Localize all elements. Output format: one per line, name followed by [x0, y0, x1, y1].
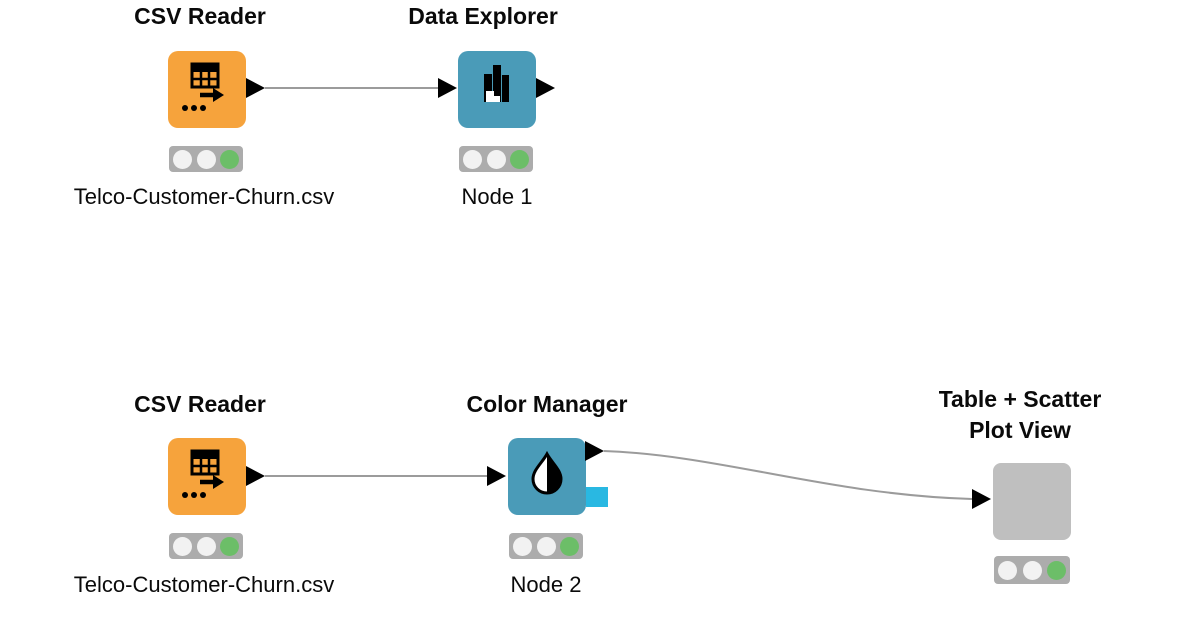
status-light-green: [220, 149, 239, 169]
status-traffic-light-table-scatter-plot-view: [994, 556, 1070, 584]
table-export-icon: [182, 62, 224, 111]
status-light-green: [510, 149, 529, 169]
status-traffic-light-csv-reader-2: [169, 533, 243, 559]
output-port-csv-reader-1[interactable]: [246, 78, 265, 98]
status-light-yellow: [536, 536, 556, 556]
node-data-explorer[interactable]: [458, 51, 536, 128]
output-port-data-explorer[interactable]: [536, 78, 555, 98]
histogram-icon: [484, 65, 509, 102]
status-traffic-light-color-manager: [509, 533, 583, 559]
status-traffic-light-csv-reader-1: [169, 146, 243, 172]
node-title-table-scatter-plot-view[interactable]: Table + Scatter Plot View: [900, 384, 1140, 446]
status-light-yellow: [196, 149, 216, 169]
status-light-red: [173, 149, 192, 169]
status-light-green: [560, 536, 579, 556]
table-export-icon: [182, 449, 224, 498]
status-light-green: [220, 536, 239, 556]
node-color-manager[interactable]: [508, 438, 586, 515]
title-line-1: Table + Scatter: [938, 386, 1102, 412]
status-light-green: [1047, 560, 1066, 580]
status-light-red: [513, 536, 532, 556]
node-table-scatter-plot-view[interactable]: [993, 463, 1071, 540]
status-traffic-light-data-explorer: [459, 146, 533, 172]
color-droplet-icon: [531, 450, 563, 495]
title-line-2: Plot View: [969, 417, 1071, 443]
output-port-color-manager-color-model[interactable]: [586, 487, 608, 507]
node-title-csv-reader-1[interactable]: CSV Reader: [134, 3, 266, 29]
node-label-color-manager[interactable]: Node 2: [510, 572, 582, 597]
input-port-table-scatter-plot-view[interactable]: [972, 489, 991, 509]
input-port-color-manager[interactable]: [487, 466, 506, 486]
status-light-red: [998, 560, 1017, 580]
node-csv-reader-2[interactable]: [168, 438, 246, 515]
node-title-color-manager[interactable]: Color Manager: [466, 391, 628, 417]
status-light-yellow: [486, 149, 506, 169]
input-port-data-explorer[interactable]: [438, 78, 457, 98]
node-label-data-explorer[interactable]: Node 1: [461, 184, 533, 209]
node-label-csv-reader-2[interactable]: Telco-Customer-Churn.csv: [73, 572, 335, 597]
output-port-csv-reader-2[interactable]: [246, 466, 265, 486]
status-light-yellow: [196, 536, 216, 556]
node-csv-reader-1[interactable]: [168, 51, 246, 128]
node-title-data-explorer[interactable]: Data Explorer: [408, 3, 558, 29]
connection-colormanager-tablescatter[interactable]: [603, 450, 973, 500]
status-light-red: [173, 536, 192, 556]
node-label-csv-reader-1[interactable]: Telco-Customer-Churn.csv: [73, 184, 335, 209]
status-light-red: [463, 149, 482, 169]
output-port-color-manager-data[interactable]: [585, 441, 604, 461]
node-title-csv-reader-2[interactable]: CSV Reader: [134, 391, 266, 417]
status-light-yellow: [1022, 560, 1042, 580]
